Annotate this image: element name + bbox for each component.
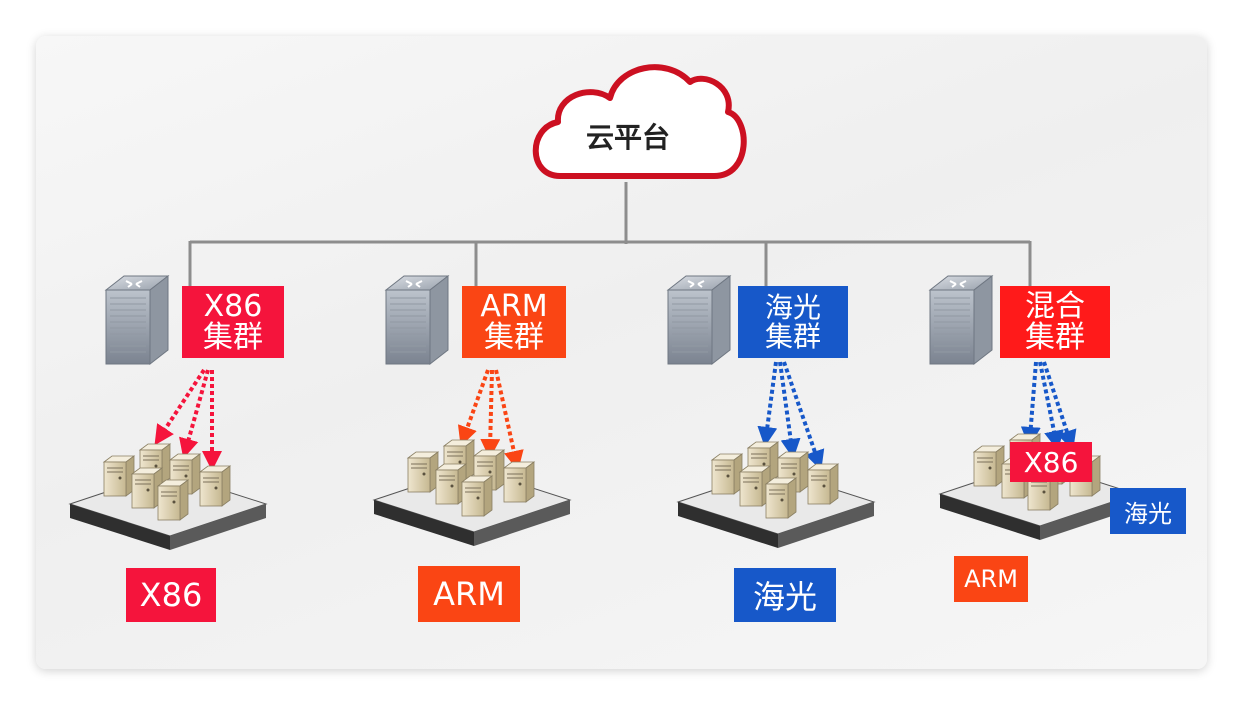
cluster-tag-arm: ARM 集群 xyxy=(462,286,566,358)
cluster-tag-line2: 集群 xyxy=(203,320,263,355)
mixed-label-haiguang: 海光 xyxy=(1110,488,1186,534)
server-label-x86: X86 xyxy=(126,568,216,622)
cluster-tag-x86: X86 集群 xyxy=(182,286,284,358)
cluster-tag-line1: ARM xyxy=(480,288,548,324)
cloud-icon xyxy=(532,64,747,179)
router-icon xyxy=(929,275,993,365)
router-icon xyxy=(385,275,449,365)
mixed-dispatch-arrows xyxy=(1020,361,1077,451)
cluster-tag-haiguang: 海光 集群 xyxy=(738,286,848,358)
server-rack-icon xyxy=(678,442,874,548)
server-label-haiguang: 海光 xyxy=(734,568,836,622)
x86-dispatch-arrows xyxy=(154,368,222,471)
cluster-tag-line1: X86 xyxy=(203,288,263,324)
server-label-arm: ARM xyxy=(418,566,520,622)
server-rack-icon xyxy=(70,444,266,550)
cluster-tag-mixed: 混合 集群 xyxy=(1000,286,1110,358)
tree-connectors xyxy=(188,182,1032,290)
mixed-label-arm: ARM xyxy=(954,556,1028,602)
server-rack-icon xyxy=(374,440,570,546)
router-icon xyxy=(667,275,731,365)
haiguang-dispatch-arrows xyxy=(757,361,825,471)
cluster-tag-line2: 集群 xyxy=(1025,320,1085,355)
cluster-tag-line1: 混合 xyxy=(1025,288,1085,324)
cluster-tag-line2: 集群 xyxy=(764,320,821,353)
cloud-platform-label: 云平台 xyxy=(585,121,670,154)
cluster-tag-line1: 海光 xyxy=(764,290,821,324)
router-icon xyxy=(105,275,169,365)
arm-dispatch-arrows xyxy=(457,369,524,471)
mixed-label-x86: X86 xyxy=(1010,442,1092,482)
cluster-tag-line2: 集群 xyxy=(484,320,544,355)
